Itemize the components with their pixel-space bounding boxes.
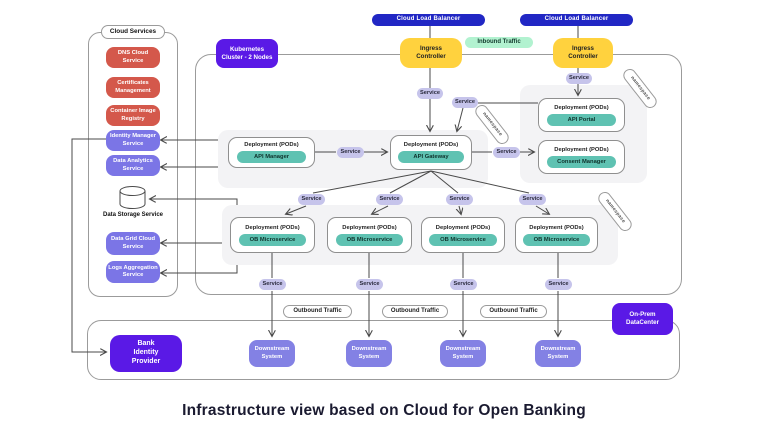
deployment-label: Deployment (PODs) (554, 104, 609, 111)
ob-microservice-pod-2: Deployment (PODs) OB Microservice (327, 217, 412, 253)
identity-manager-service-node: Identity Manager Service (106, 130, 160, 151)
service-pill-portal-gateway: Service (452, 97, 478, 108)
api-gateway-label: API Gateway (398, 151, 464, 163)
service-pill-manager-gateway: Service (337, 147, 364, 158)
outbound-traffic-label-3: Outbound Traffic (480, 305, 547, 318)
on-prem-datacenter-label: On-Prem DataCenter (612, 303, 673, 335)
service-pill-gateway-consent: Service (493, 147, 520, 158)
service-pill-ingress-left: Service (417, 88, 443, 99)
consent-manager-label: Consent Manager (546, 155, 617, 168)
cloud-load-balancer-left: Cloud Load Balancer (372, 14, 485, 26)
outbound-traffic-label-2: Outbound Traffic (382, 305, 448, 318)
downstream-system-node-1: Downstream System (249, 340, 295, 367)
ob-microservice-label: OB Microservice (523, 233, 590, 246)
downstream-system-node-4: Downstream System (535, 340, 581, 367)
api-portal-pod: Deployment (PODs) API Portal (538, 98, 625, 132)
service-pill-ms1-out: Service (259, 279, 286, 290)
consent-manager-pod: Deployment (PODs) Consent Manager (538, 140, 625, 174)
service-pill-ms3-out: Service (450, 279, 477, 290)
api-manager-label: API Manager (236, 151, 307, 163)
data-analytics-service-node: Data Analytics Service (106, 155, 160, 176)
data-grid-cloud-service-node: Data Grid Cloud Service (106, 232, 160, 255)
ob-microservice-label: OB Microservice (238, 233, 307, 246)
service-pill-ms4-out: Service (545, 279, 572, 290)
cloud-services-label: Cloud Services (101, 25, 165, 39)
service-pill-ingress-right: Service (566, 73, 592, 84)
certificates-management-node: Certificates Management (106, 77, 160, 98)
ob-microservice-pod-4: Deployment (PODs) OB Microservice (515, 217, 598, 253)
diagram-title: Infrastructure view based on Cloud for O… (182, 402, 586, 419)
ob-microservice-pod-3: Deployment (PODs) OB Microservice (421, 217, 505, 253)
bank-identity-provider-node: Bank Identity Provider (110, 335, 182, 372)
service-pill-ms2-out: Service (356, 279, 383, 290)
ob-microservice-pod-1: Deployment (PODs) OB Microservice (230, 217, 315, 253)
deployment-label: Deployment (PODs) (342, 224, 397, 231)
service-pill-ms4-in: Service (519, 194, 546, 205)
ob-microservice-label: OB Microservice (335, 233, 404, 246)
deployment-label: Deployment (PODs) (403, 142, 459, 148)
data-storage-service-label: Data Storage Service (102, 212, 164, 218)
inbound-traffic-label: Inbound Traffic (465, 37, 533, 48)
dns-cloud-service-node: DNS Cloud Service (106, 47, 160, 68)
service-pill-ms2-in: Service (376, 194, 403, 205)
ob-microservice-label: OB Microservice (429, 233, 497, 246)
cloud-load-balancer-right: Cloud Load Balancer (520, 14, 633, 26)
downstream-system-node-2: Downstream System (346, 340, 392, 367)
outbound-traffic-label-1: Outbound Traffic (283, 305, 352, 318)
downstream-system-node-3: Downstream System (440, 340, 486, 367)
api-manager-pod: Deployment (PODs) API Manager (228, 137, 315, 168)
deployment-label: Deployment (PODs) (245, 224, 300, 231)
deployment-label: Deployment (PODs) (554, 146, 609, 153)
service-pill-ms1-in: Service (298, 194, 325, 205)
api-portal-label: API Portal (546, 113, 617, 126)
ingress-controller-left: Ingress Controller (400, 38, 462, 68)
deployment-label: Deployment (PODs) (435, 224, 491, 231)
ingress-controller-right: Ingress Controller (553, 38, 613, 68)
deployment-label: Deployment (PODs) (244, 142, 299, 148)
container-image-registry-node: Container Image Registry (106, 105, 160, 126)
api-gateway-pod: Deployment (PODs) API Gateway (390, 135, 472, 170)
logs-aggregation-service-node: Logs Aggregation Service (106, 261, 160, 283)
service-pill-ms3-in: Service (446, 194, 473, 205)
deployment-label: Deployment (PODs) (529, 224, 584, 231)
kubernetes-cluster-label: Kubernetes Cluster - 2 Nodes (216, 39, 278, 68)
